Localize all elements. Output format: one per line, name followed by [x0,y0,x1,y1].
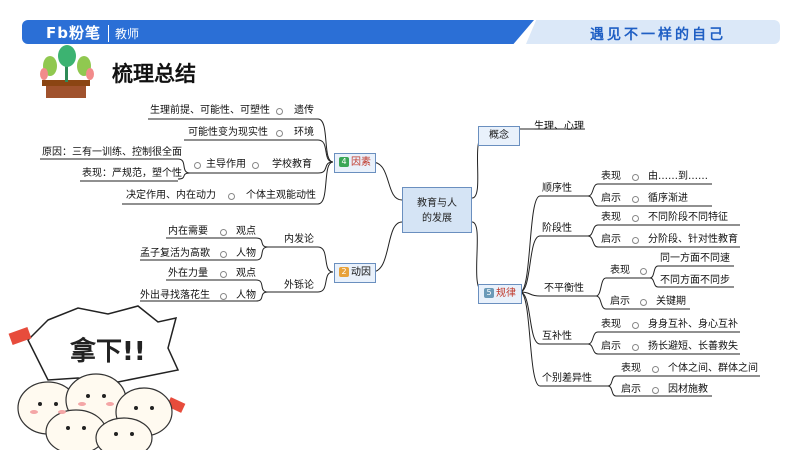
bullet-dot [640,299,647,306]
slogan-text: 遇见不一样的自己 [590,27,726,43]
factor-environment-detail: 可能性变为现实性 [188,127,268,138]
concept-detail: 生理、心理 [534,121,584,132]
factor-heredity: 遗传 [294,105,314,116]
motivation-label: 动因 [351,267,371,278]
laws-label: 规律 [496,288,516,299]
plant-icon [40,45,94,98]
factors-badge: 4 [339,157,349,167]
factor-agency: 个体主观能动性 [246,190,316,201]
brand-logo: Fb粉笔 [46,24,101,42]
center-line-2: 的发展 [422,213,452,224]
page-title: 梳理总结 [112,62,196,86]
law-individual: 个别差异性 [542,373,592,384]
law-sequence-hint-value: 循序渐进 [648,193,688,204]
factor-school-reason: 原因：三有一训练、控制很全面 [42,147,182,158]
center-node: 教育与人 的发展 [402,187,472,233]
bullet-dot [220,271,227,278]
bullet-dot [632,215,639,222]
bullet-dot [228,193,235,200]
bullet-dot [640,268,647,275]
law-imbalance: 不平衡性 [544,283,584,294]
header-bar [22,20,534,44]
slogan-bar [526,20,780,44]
bullet-dot [252,162,259,169]
law-sequence-show-value: 由……到…… [648,171,708,182]
law-complement-hint-key: 启示 [601,341,621,352]
bullet-dot [632,237,639,244]
external-person-value: 外出寻找落花生 [140,290,210,301]
law-complement-show-key: 表现 [601,319,621,330]
law-imbalance-show-value-1: 同一方面不同速 [660,253,730,264]
law-sequence-hint-key: 启示 [601,193,621,204]
factor-school-performance: 表现：严规范，塑个性 [82,168,182,179]
factor-environment: 环境 [294,127,314,138]
center-line-1: 教育与人 [417,198,457,209]
law-sequence: 顺序性 [542,183,572,194]
bullet-dot [276,130,283,137]
concept-label: 概念 [489,130,509,141]
motivation-badge: 2 [339,267,349,277]
bullet-dot [632,322,639,329]
factors-label: 因素 [351,157,371,168]
mascot-sticker: 拿下!! [8,305,186,450]
laws-badge: 5 [484,288,494,298]
bullet-dot [220,229,227,236]
factor-heredity-detail: 生理前提、可能性、可塑性 [150,105,270,116]
bullet-dot [632,174,639,181]
motivation-internal: 内发论 [284,234,314,245]
bullet-dot [652,387,659,394]
bullet-dot [632,344,639,351]
factor-school: 学校教育 [272,159,312,170]
law-imbalance-hint-key: 启示 [610,296,630,307]
law-individual-hint-value: 因材施教 [668,384,708,395]
factor-school-detail: 主导作用 [206,159,246,170]
law-imbalance-show-key: 表现 [610,265,630,276]
role-label: 教师 [108,25,139,42]
bullet-dot [276,108,283,115]
law-individual-show-value: 个体之间、群体之间 [668,363,758,374]
motivation-external: 外铄论 [284,280,314,291]
bullet-dot [652,366,659,373]
bullet-dot [632,196,639,203]
internal-view-value: 内在需要 [168,226,208,237]
bullet-dot [194,162,201,169]
concept-node: 概念 [478,126,520,146]
law-complement-hint-value: 扬长避短、长善救失 [648,341,738,352]
law-individual-show-key: 表现 [621,363,641,374]
law-individual-hint-key: 启示 [621,384,641,395]
internal-person-value: 孟子复活为高歌 [140,248,210,259]
law-imbalance-hint-value: 关键期 [656,296,686,307]
law-stage-hint-value: 分阶段、针对性教育 [648,234,738,245]
law-imbalance-show-value-2: 不同方面不同步 [660,275,730,286]
external-view-key: 观点 [236,268,256,279]
law-stage-show-key: 表现 [601,212,621,223]
bullet-dot [220,251,227,258]
sticker-text: 拿下!! [69,336,146,367]
bullet-dot [220,293,227,300]
factor-agency-detail: 决定作用、内在动力 [126,190,216,201]
law-complement-show-value: 身身互补、身心互补 [648,319,738,330]
law-stage: 阶段性 [542,223,572,234]
law-complement: 互补性 [542,331,572,342]
law-stage-hint-key: 启示 [601,234,621,245]
external-person-key: 人物 [236,290,256,301]
law-stage-show-value: 不同阶段不同特征 [648,212,728,223]
law-sequence-show-key: 表现 [601,171,621,182]
external-view-value: 外在力量 [168,268,208,279]
internal-view-key: 观点 [236,226,256,237]
internal-person-key: 人物 [236,248,256,259]
